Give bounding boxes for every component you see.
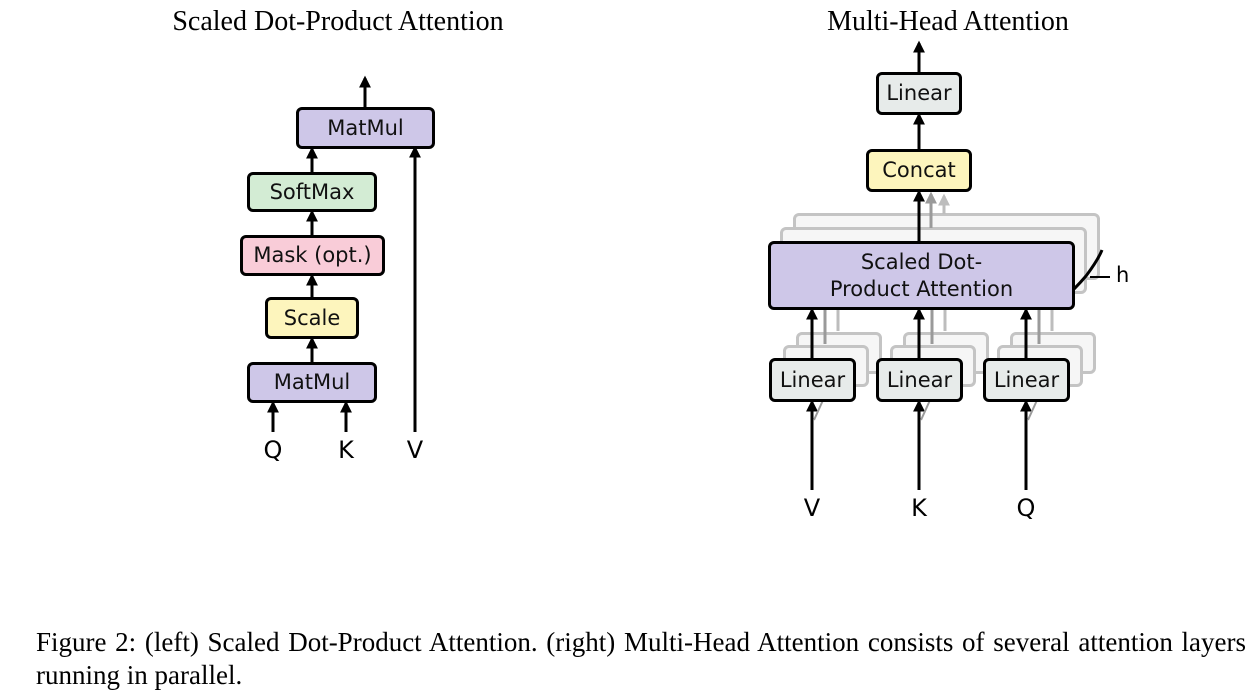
heads-label: h — [1116, 263, 1130, 287]
right-input-q: Q — [1016, 494, 1036, 522]
left-input-v: V — [406, 436, 424, 464]
left-panel-title: Scaled Dot-Product Attention — [172, 6, 504, 37]
linear-q-block: Linear — [983, 358, 1070, 402]
concat-block: Concat — [866, 149, 972, 192]
matmul-bottom-block: MatMul — [247, 362, 377, 403]
linear-v-block: Linear — [769, 358, 856, 402]
right-input-v: V — [803, 494, 821, 522]
figure-caption: Figure 2: (left) Scaled Dot-Product Atte… — [36, 627, 1246, 690]
linear-k-block: Linear — [876, 358, 963, 402]
mask-block: Mask (opt.) — [240, 235, 385, 276]
softmax-block: SoftMax — [247, 172, 377, 212]
scaled-dot-product-attention-block: Scaled Dot-Product Attention — [768, 241, 1075, 310]
matmul-top-block: MatMul — [296, 107, 435, 149]
right-panel-title: Multi-Head Attention — [827, 6, 1069, 37]
left-input-q: Q — [263, 436, 283, 464]
right-input-k: K — [911, 494, 927, 522]
linear-output-block: Linear — [876, 72, 962, 115]
scale-block: Scale — [265, 297, 359, 339]
left-input-k: K — [338, 436, 354, 464]
